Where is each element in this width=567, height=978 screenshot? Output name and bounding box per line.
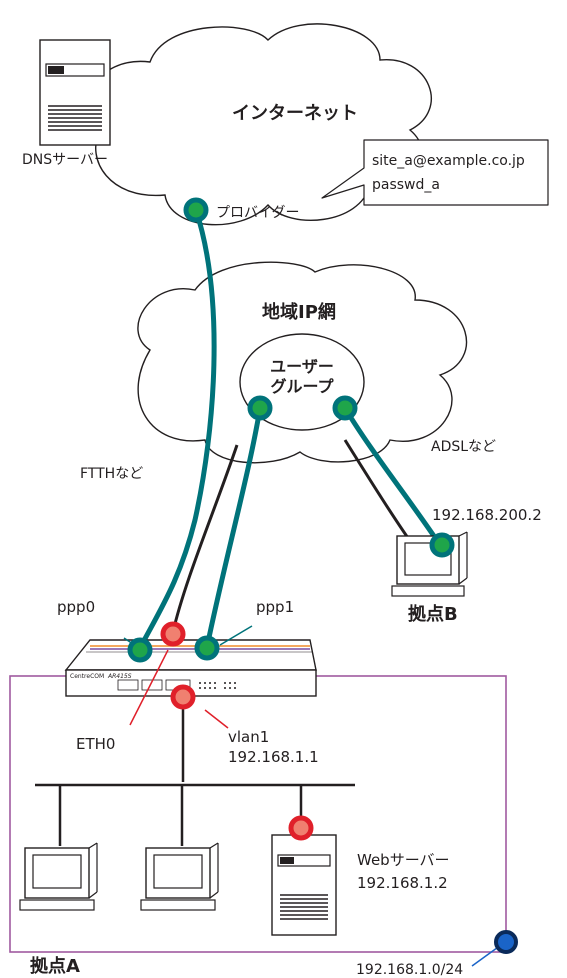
web-server-icon (271, 834, 337, 936)
ppp0-tunnel (137, 207, 217, 651)
user-group-label-line2: グループ (270, 377, 334, 396)
leader-lines (129, 649, 229, 729)
ppp-tunnels (137, 207, 443, 651)
site-b-terminal-icon (391, 531, 468, 597)
user-group-endpoint-2 (332, 395, 358, 421)
provider-endpoint (183, 197, 209, 223)
web-server-endpoint (288, 815, 314, 841)
ppp0-label: ppp0 (57, 598, 95, 616)
site-b-tunnel (342, 405, 443, 548)
web-server-label: Webサーバー (357, 851, 450, 869)
pc-2-icon (140, 842, 219, 911)
site-a-label: 拠点A (30, 955, 80, 977)
lan-wiring (35, 705, 355, 846)
eth0-endpoint (160, 621, 186, 647)
lan-subnet-label: 192.168.1.0/24 (356, 962, 463, 978)
callout-user: site_a@example.co.jp (372, 153, 525, 169)
site-b-ip-label: 192.168.200.2 (432, 506, 542, 524)
provider-label: プロバイダー (216, 205, 299, 221)
site-b-endpoint (429, 532, 455, 558)
vlan1-ip-label: 192.168.1.1 (228, 748, 319, 766)
ppp0-endpoint (127, 637, 153, 663)
ftth-label: FTTHなど (80, 466, 143, 482)
vlan1-label: vlan1 (228, 728, 269, 746)
lan-subnet-endpoint (494, 930, 518, 954)
endpoints (127, 197, 518, 954)
internet-label: インターネット (232, 103, 358, 124)
router-brand: CentreCOM (70, 673, 104, 680)
adsl-label: ADSLなど (431, 439, 496, 455)
dns-server-label: DNSサーバー (22, 152, 108, 168)
ppp1-label: ppp1 (256, 598, 294, 616)
user-group-label-line1: ユーザー (270, 357, 334, 376)
ftth-line (171, 444, 239, 633)
eth0-label: ETH0 (76, 735, 115, 753)
callout-password: passwd_a (372, 177, 440, 193)
ppp1-tunnel (204, 405, 263, 650)
credentials-callout: site_a@example.co.jp passwd_a (321, 139, 549, 206)
user-group-endpoint-1 (247, 395, 273, 421)
pc-1-icon (19, 842, 98, 911)
site-b-label: 拠点B (408, 603, 458, 625)
ppp1-endpoint (194, 635, 220, 661)
vlan1-endpoint (170, 684, 196, 710)
dns-server-icon (39, 39, 111, 146)
web-server-ip-label: 192.168.1.2 (357, 874, 448, 892)
regional-network-label: 地域IP網 (262, 301, 336, 323)
router-model: AR415S (107, 673, 132, 680)
